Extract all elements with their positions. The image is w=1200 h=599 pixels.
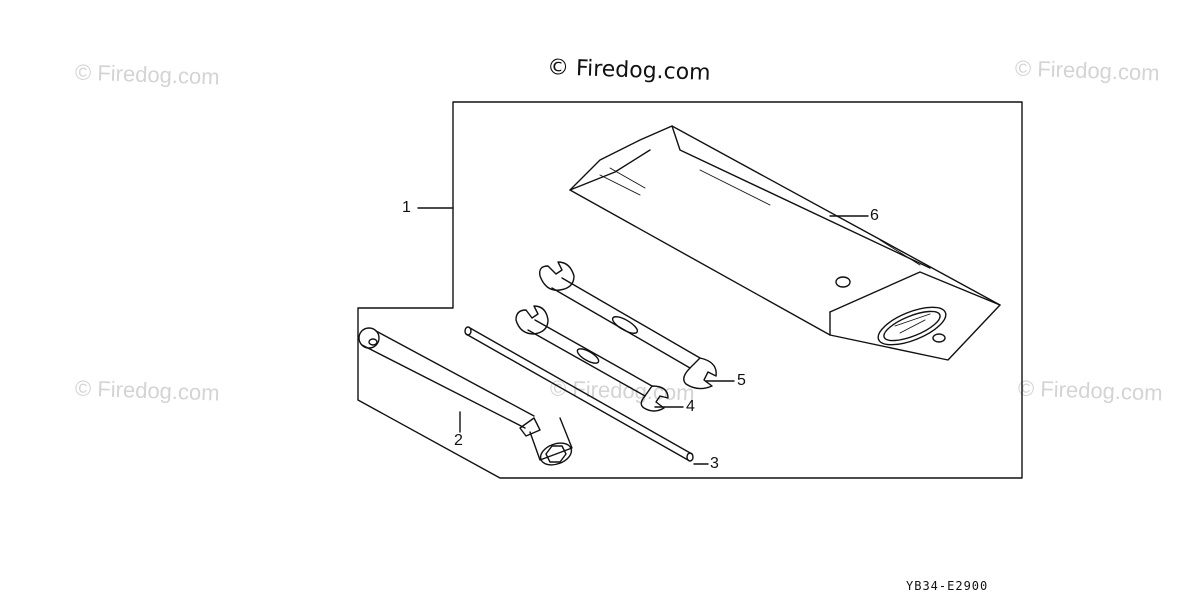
callout-6: 6 [870,207,879,224]
callout-2: 2 [454,432,463,449]
spark-plug-wrench-drawing [358,327,573,466]
callout-4: 4 [686,398,695,415]
tool-bag-drawing [569,125,1001,361]
callout-1: 1 [402,199,411,216]
handle-bar-drawing [464,326,694,462]
wrench-4-drawing [515,305,669,412]
kit-boundary [357,101,1023,479]
callout-3: 3 [710,455,719,472]
callout-5: 5 [737,372,746,389]
diagram-code: YB34-E2900 [906,579,989,593]
wrench-5-drawing [538,261,717,390]
